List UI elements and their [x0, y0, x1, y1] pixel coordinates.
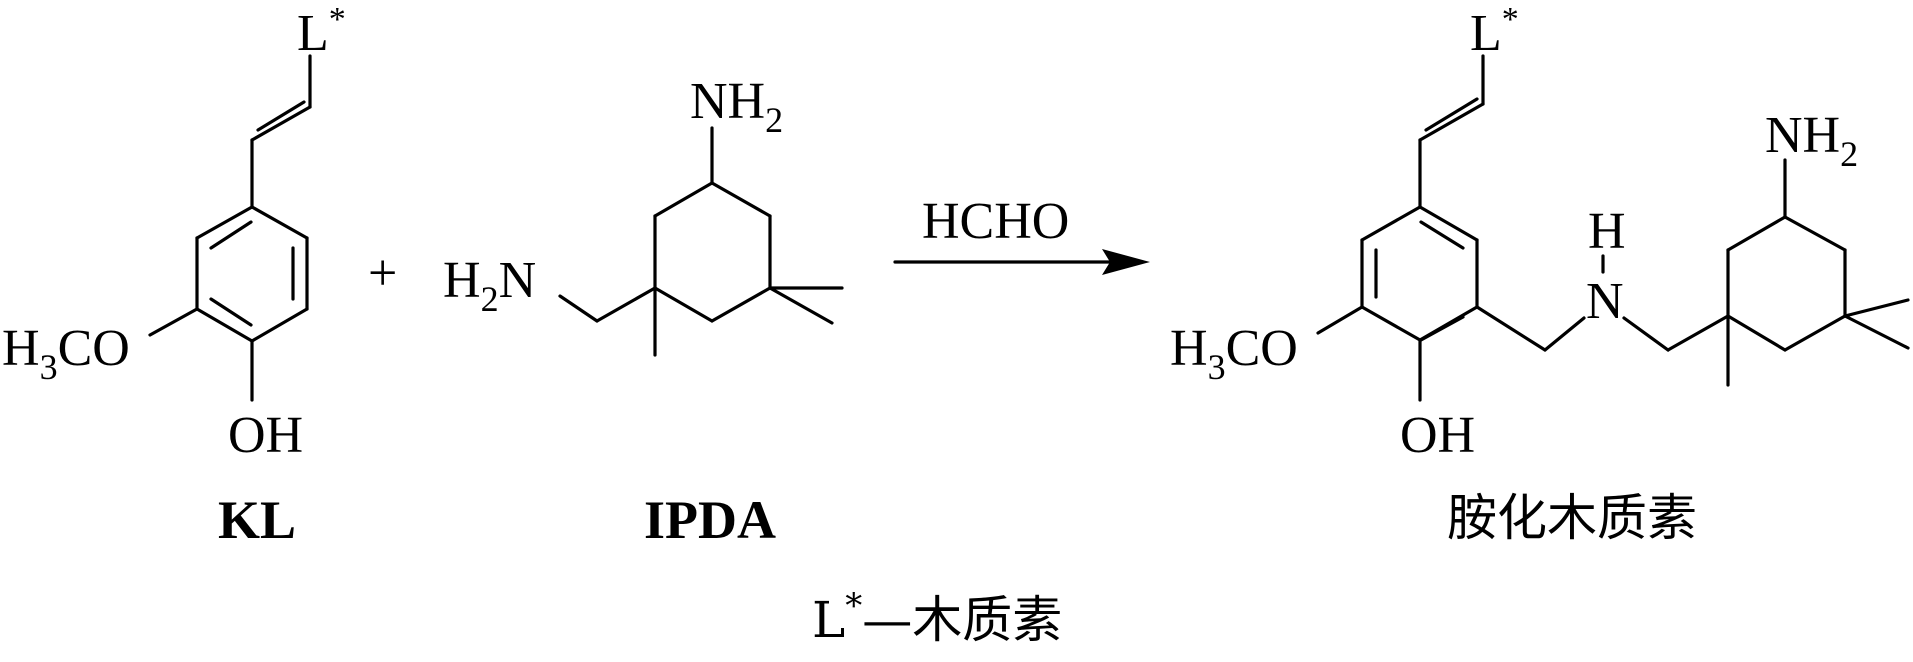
kl-methoxy-bond: [148, 307, 199, 337]
product-ring-substituent-bonds: [1726, 158, 1910, 387]
legend-text: —木质素: [862, 591, 1062, 649]
product-vinyl-group: [1418, 54, 1485, 209]
product-methoxy-label: H3CO: [1170, 320, 1298, 387]
reaction-arrow: [893, 249, 1150, 275]
kl-hydroxyl-label: OH: [228, 407, 303, 464]
kl-structure: L* H3CO OH KL: [2, 1, 346, 550]
kl-methoxy-label: H3CO: [2, 320, 130, 387]
ipda-left-amine-label: H2N: [443, 252, 536, 319]
product-bridge-n-label: N: [1586, 273, 1624, 330]
ipda-substituent-bonds: [558, 126, 844, 357]
legend: L*—木质素: [812, 586, 1062, 649]
product-aminomethyl-bridge: [1475, 254, 1730, 352]
kl-vinyl-group: [250, 54, 312, 209]
kl-name: KL: [218, 490, 296, 550]
product-bridge-h-label: H: [1588, 203, 1626, 260]
product-structure: L* H3CO OH H N NH2 胺化木质素: [1170, 1, 1910, 547]
ipda-top-amine-label: NH2: [690, 73, 783, 140]
kl-lignin-label: L*: [297, 1, 346, 62]
product-name: 胺化木质素: [1447, 489, 1697, 547]
product-benzene-ring: [1360, 205, 1479, 342]
legend-l: L: [812, 591, 845, 649]
ipda-cyclohexane-ring: [653, 181, 772, 323]
product-amine-label: NH2: [1765, 107, 1858, 174]
legend-star: *: [845, 586, 862, 626]
ipda-structure: NH2 H2N IPDA: [443, 73, 844, 550]
product-cyclohexane-ring: [1726, 215, 1847, 352]
plus-sign: +: [368, 245, 397, 302]
product-methoxy-bond: [1316, 305, 1364, 335]
reagent-label: HCHO: [922, 193, 1069, 250]
ipda-name: IPDA: [644, 490, 776, 550]
arrow-head: [1102, 249, 1150, 275]
product-lignin-label: L*: [1470, 1, 1519, 62]
kl-benzene-ring: [195, 205, 309, 343]
product-hydroxyl-label: OH: [1400, 407, 1475, 464]
